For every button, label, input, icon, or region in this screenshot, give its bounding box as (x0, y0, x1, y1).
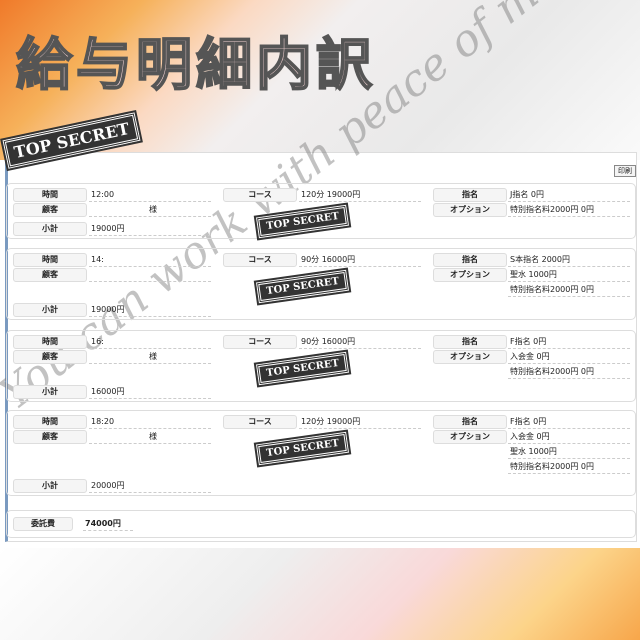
page-title: 給与明細内訳 (15, 32, 376, 99)
commission-value: 74000円 (83, 517, 133, 531)
nomination-value: F指名 0円 (508, 415, 630, 429)
footer-background (0, 548, 640, 640)
option-value: 聖水 1000円 (508, 445, 630, 459)
course-value: 90分 16000円 (299, 253, 421, 267)
record-card: 時間 12:00 顧客 様 小計 19000円 コース 120分 19000円 … (6, 183, 636, 242)
course-value: 120分 19000円 (299, 188, 421, 202)
option-value: 特別指名料2000円 0円 (508, 203, 630, 217)
course-value: 90分 16000円 (299, 335, 421, 349)
time-value: 14: (89, 253, 211, 267)
nomination-label: 指名 (433, 188, 507, 202)
option-value: 入会金 0円 (508, 350, 630, 364)
subtotal-label: 小計 (13, 222, 87, 236)
option-label: オプション (433, 430, 507, 444)
option-value: 聖水 1000円 (508, 268, 630, 282)
commission-label: 委託費 (13, 517, 73, 531)
customer-value: 様 (89, 203, 211, 217)
top-secret-stamp: TOP SECRET (253, 428, 352, 469)
option-label: オプション (433, 350, 507, 364)
nomination-label: 指名 (433, 415, 507, 429)
option-value: 特別指名料2000円 0円 (508, 460, 630, 474)
customer-label: 顧客 (13, 350, 87, 364)
course-value: 120分 19000円 (299, 415, 421, 429)
option-value: 入会金 0円 (508, 430, 630, 444)
subtotal-label: 小計 (13, 303, 87, 317)
nomination-value: F指名 0円 (508, 335, 630, 349)
option-value: 特別指名料2000円 0円 (508, 365, 630, 379)
time-label: 時間 (13, 253, 87, 267)
customer-label: 顧客 (13, 268, 87, 282)
time-label: 時間 (13, 415, 87, 429)
subtotal-value: 16000円 (89, 385, 211, 399)
nomination-label: 指名 (433, 253, 507, 267)
time-value: 12:00 (89, 188, 211, 202)
top-secret-stamp: TOP SECRET (253, 266, 352, 307)
subtotal-label: 小計 (13, 385, 87, 399)
subtotal-value: 20000円 (89, 479, 211, 493)
course-label: コース (223, 335, 297, 349)
customer-value (89, 268, 211, 282)
print-button[interactable]: 印刷 (614, 165, 636, 177)
nomination-label: 指名 (433, 335, 507, 349)
course-label: コース (223, 415, 297, 429)
option-label: オプション (433, 203, 507, 217)
customer-value: 様 (89, 430, 211, 444)
total-card: 委託費 74000円 (6, 510, 636, 538)
top-secret-stamp: TOP SECRET (253, 348, 352, 389)
course-label: コース (223, 188, 297, 202)
time-label: 時間 (13, 188, 87, 202)
record-card: 時間 16: 顧客 様 小計 16000円 コース 90分 16000円 指名 … (6, 330, 636, 402)
customer-value: 様 (89, 350, 211, 364)
customer-label: 顧客 (13, 430, 87, 444)
time-value: 18:20 (89, 415, 211, 429)
subtotal-value: 19000円 (89, 303, 211, 317)
customer-label: 顧客 (13, 203, 87, 217)
option-label: オプション (433, 268, 507, 282)
course-label: コース (223, 253, 297, 267)
nomination-value: S本指名 2000円 (508, 253, 630, 267)
record-card: 時間 14: 顧客 小計 19000円 コース 90分 16000円 指名 S本… (6, 248, 636, 320)
top-secret-stamp: TOP SECRET (253, 201, 352, 242)
subtotal-value: 19000円 (89, 222, 211, 236)
time-label: 時間 (13, 335, 87, 349)
option-value: 特別指名料2000円 0円 (508, 283, 630, 297)
subtotal-label: 小計 (13, 479, 87, 493)
time-value: 16: (89, 335, 211, 349)
nomination-value: J指名 0円 (508, 188, 630, 202)
record-card: 時間 18:20 顧客 様 小計 20000円 コース 120分 19000円 … (6, 410, 636, 496)
